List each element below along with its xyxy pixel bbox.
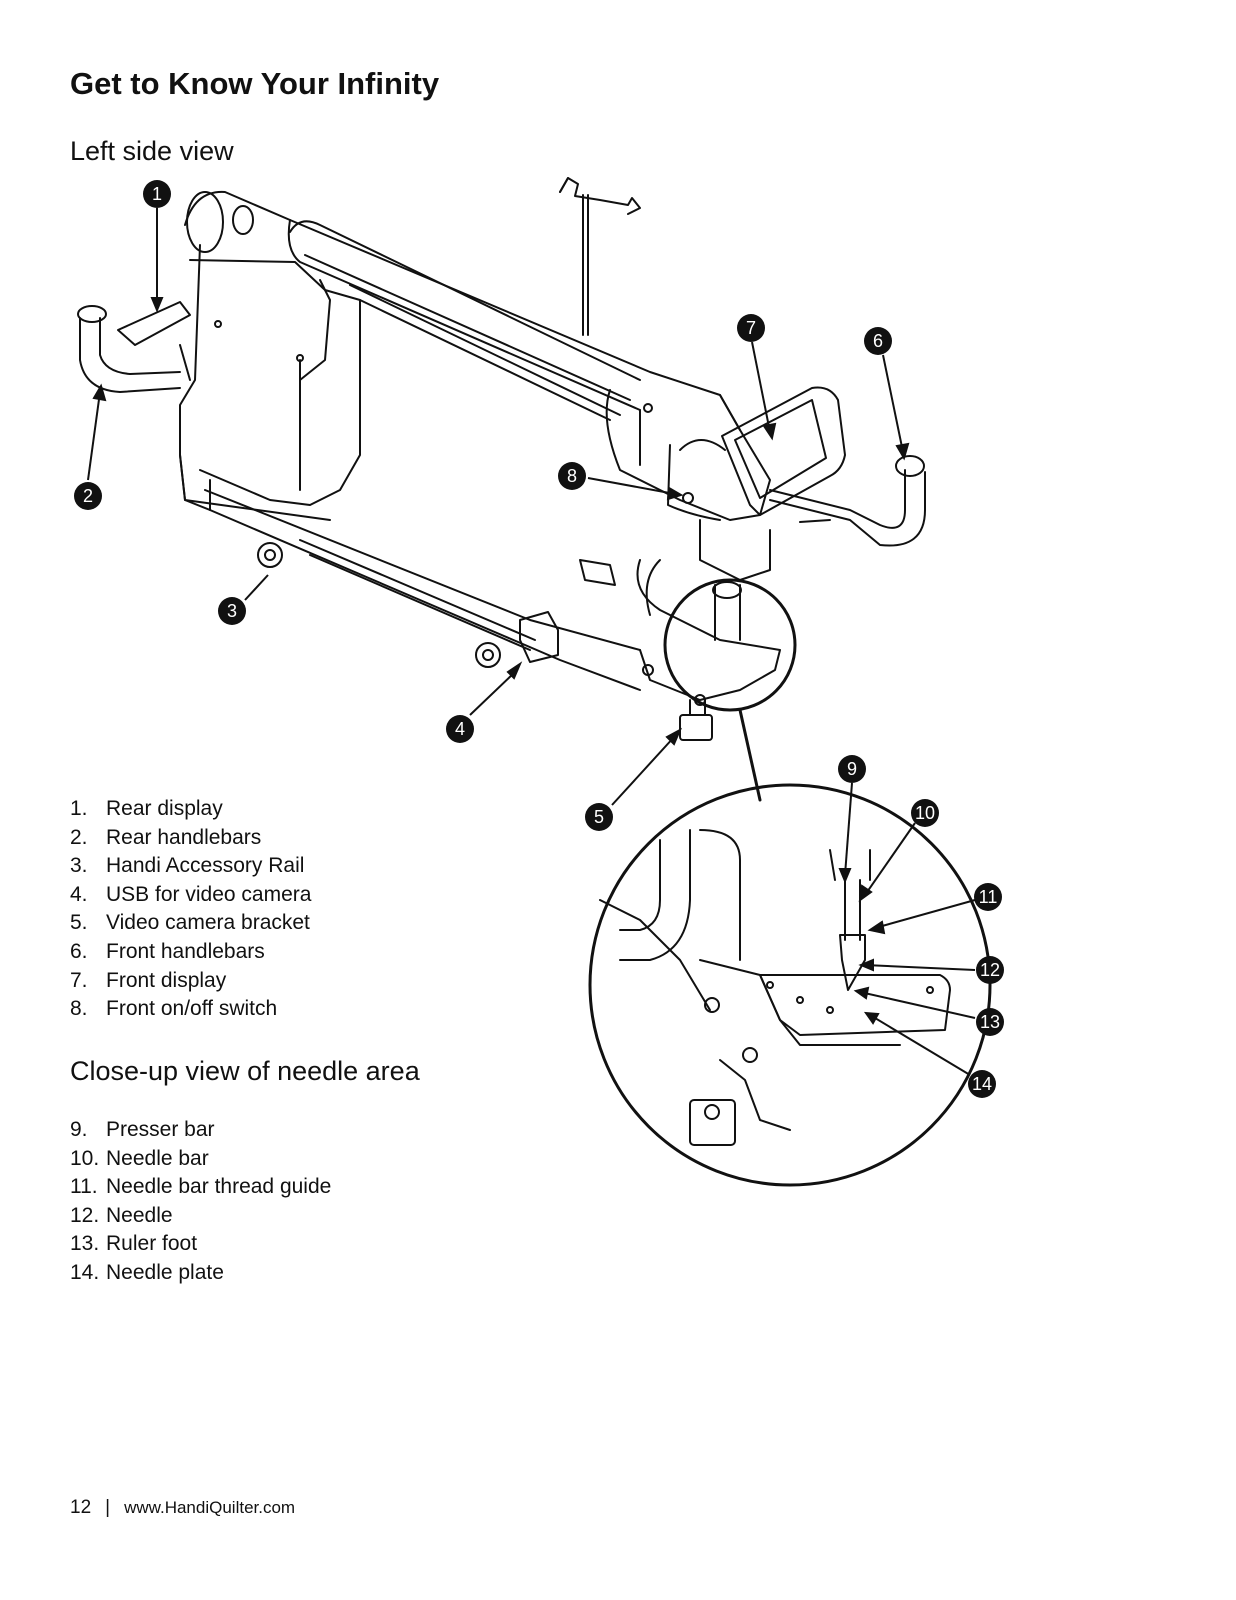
callout-2: 2 (74, 482, 102, 510)
callout-3: 3 (218, 597, 246, 625)
callout-4: 4 (446, 715, 474, 743)
list-item: 11.Needle bar thread guide (70, 1175, 332, 1199)
svg-text:9: 9 (847, 759, 857, 779)
list-item: 7.Front display (70, 968, 227, 992)
list-item: 10.Needle bar (70, 1146, 209, 1170)
rear-handlebars-drawing (77, 301, 191, 393)
accessory-rail-drawing (179, 454, 641, 691)
svg-text:13: 13 (980, 1012, 1000, 1032)
section-heading-left-side-view: Left side view (70, 136, 234, 166)
callout-8: 8 (558, 462, 586, 490)
svg-text:7: 7 (746, 318, 756, 338)
callout-6: 6 (864, 327, 892, 355)
callout-10: 10 (911, 799, 939, 827)
callout-12: 12 (976, 956, 1004, 984)
callout-14: 14 (968, 1070, 996, 1098)
page-number: 12 (70, 1497, 92, 1518)
callout-1: 1 (143, 180, 171, 208)
closeup-detail-drawing (599, 829, 951, 1146)
needle-area-drawing (636, 559, 781, 741)
list-item: 14.Needle plate (70, 1260, 224, 1284)
svg-text:1: 1 (152, 184, 162, 204)
svg-text:4: 4 (455, 719, 465, 739)
list-item: 6.Front handlebars (70, 939, 265, 963)
list-item: 13.Ruler foot (70, 1232, 198, 1256)
front-handlebars-drawing (769, 455, 926, 547)
thread-stand-drawing (559, 177, 641, 336)
machine-body-drawing (179, 190, 741, 521)
parts-list-left-side: 1.Rear display 2.Rear handlebars 3.Handi… (70, 795, 311, 1024)
list-item: 5.Video camera bracket (70, 911, 310, 935)
page-footer: 12 | www.HandiQuilter.com (70, 1497, 295, 1519)
svg-text:12: 12 (980, 960, 1000, 980)
parts-list-closeup: 9.Presser bar 10.Needle bar 11.Needle ba… (70, 1116, 331, 1288)
list-item: 1.Rear display (70, 797, 223, 820)
list-item: 2.Rear handlebars (70, 825, 262, 849)
svg-text:14: 14 (972, 1074, 992, 1094)
svg-text:6: 6 (873, 331, 883, 351)
list-item: 9.Presser bar (70, 1118, 215, 1141)
section-heading-closeup: Close-up view of needle area (70, 1056, 420, 1086)
list-item: 8.Front on/off switch (70, 997, 278, 1021)
list-item: 12.Needle (70, 1203, 173, 1227)
footer-website-link[interactable]: www.HandiQuilter.com (124, 1498, 296, 1517)
svg-text:10: 10 (915, 803, 935, 823)
detail-circle-large (588, 783, 992, 1187)
svg-text:8: 8 (567, 466, 577, 486)
svg-text:5: 5 (594, 807, 604, 827)
callout-5: 5 (585, 803, 613, 831)
svg-text:11: 11 (979, 887, 998, 907)
front-display-drawing (721, 386, 846, 516)
list-item: 4.USB for video camera (70, 882, 312, 906)
svg-text:3: 3 (227, 601, 237, 621)
callout-11: 11 (974, 883, 1002, 911)
detail-circle-small (663, 578, 797, 712)
callout-9: 9 (838, 755, 866, 783)
detail-connector-line (738, 708, 762, 802)
callout-7: 7 (737, 314, 765, 342)
footer-separator: | (105, 1497, 111, 1518)
svg-text:2: 2 (83, 486, 93, 506)
callout-13: 13 (976, 1008, 1004, 1036)
page-title: Get to Know Your Infinity (70, 66, 440, 101)
list-item: 3.Handi Accessory Rail (70, 854, 305, 878)
